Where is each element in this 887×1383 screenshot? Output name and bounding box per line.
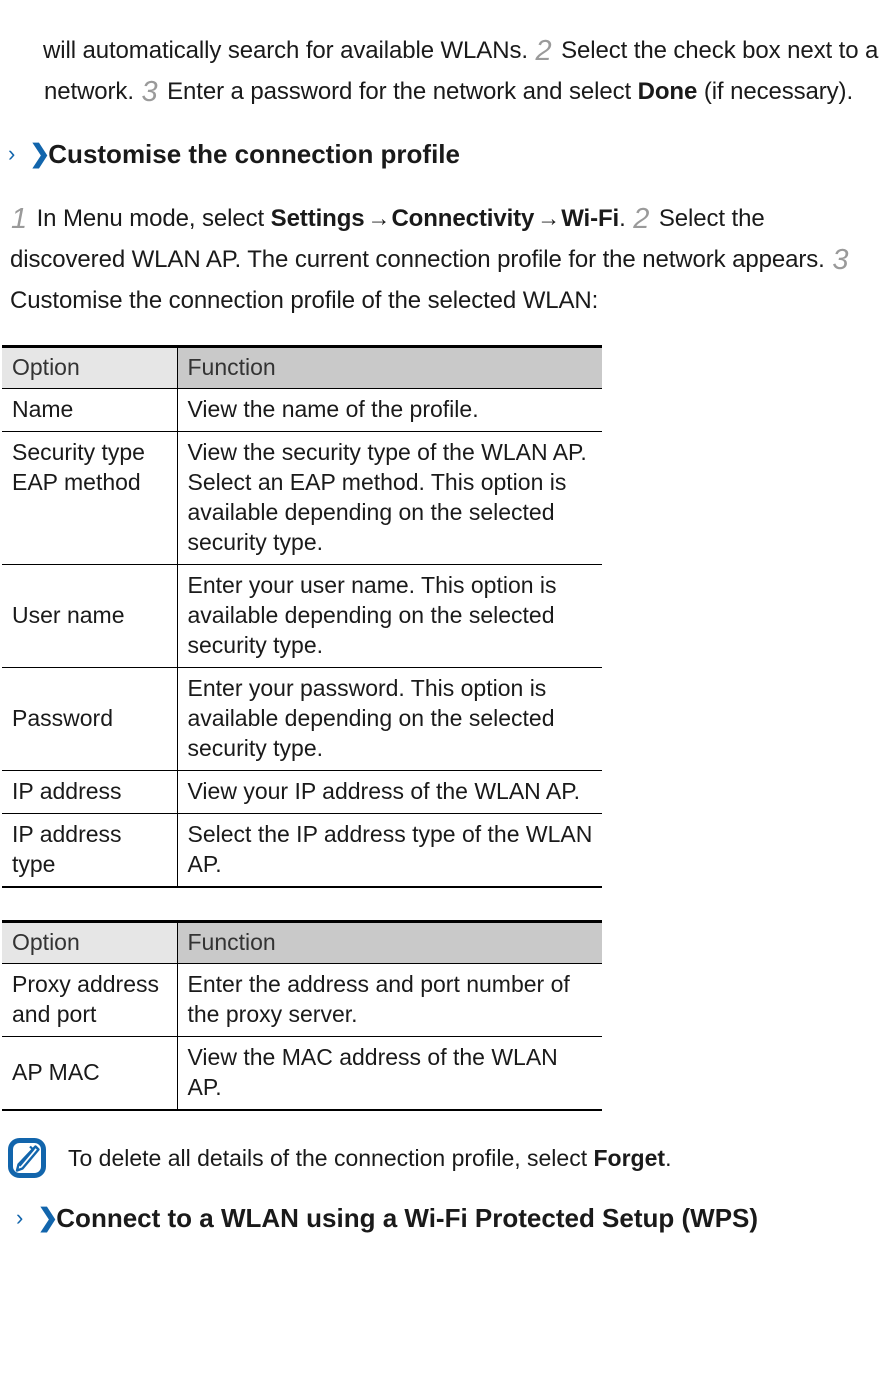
arrow-icon-1: → — [367, 205, 391, 231]
table-two-head: Option Function — [2, 921, 602, 964]
table-row: Proxy address and port Enter the address… — [2, 963, 602, 1037]
step-number-3b: 3 — [832, 244, 849, 276]
table-one-body: Name View the name of the profile. Secur… — [2, 388, 602, 887]
menu-wifi: Wi-Fi — [561, 205, 620, 232]
step1-suffix: . — [619, 205, 626, 232]
step2-text: Select the discovered WLAN AP. The curre… — [10, 205, 825, 273]
section-heading-wps-label: Connect to a WLAN using a Wi-Fi Protecte… — [56, 1203, 759, 1233]
function-cell: View the name of the profile. — [177, 388, 602, 432]
function-cell: Enter your password. This option is avai… — [177, 667, 602, 771]
table-row: User name Enter your user name. This opt… — [2, 564, 602, 668]
function-cell: Enter your user name. This option is ava… — [177, 564, 602, 668]
table-one-head: Option Function — [2, 346, 602, 389]
connection-profile-options-table-continued: Option Function Proxy address and port E… — [2, 920, 602, 1111]
step-number-2b: 2 — [633, 203, 650, 235]
intro-tail-text: (if necessary). — [703, 78, 854, 105]
menu-settings: Settings — [270, 205, 365, 232]
section-heading-customise: › ❯Customise the connection profile — [0, 136, 887, 174]
option-cell: IP address type — [2, 813, 178, 887]
intro-step2-text: Select the check box next to a network. — [44, 37, 879, 105]
note-callout: To delete all details of the connection … — [8, 1137, 887, 1179]
connection-profile-options-table: Option Function Name View the name of th… — [2, 345, 602, 888]
menu-connectivity: Connectivity — [391, 205, 535, 232]
table-one-header-function: Function — [177, 346, 602, 389]
chevron-bold-icon: ❯ — [29, 140, 50, 168]
table-two-body: Proxy address and port Enter the address… — [2, 963, 602, 1110]
step-number-1: 1 — [11, 203, 28, 235]
table-row: AP MAC View the MAC address of the WLAN … — [2, 1036, 602, 1110]
section-heading-wps: › ❯Connect to a WLAN using a Wi-Fi Protec… — [0, 1200, 887, 1238]
option-cell: Password — [2, 667, 178, 771]
table-row: Password Enter your password. This optio… — [2, 667, 602, 771]
option-cell: User name — [2, 564, 178, 668]
table-header-row: Option Function — [2, 346, 602, 389]
function-cell: View the security type of the WLAN AP. S… — [177, 431, 602, 565]
forget-term: Forget — [593, 1145, 666, 1171]
option-cell: Proxy address and port — [2, 963, 178, 1037]
table-header-row: Option Function — [2, 921, 602, 964]
table-row: Security type EAP method View the securi… — [2, 431, 602, 565]
function-cell: View your IP address of the WLAN AP. — [177, 770, 602, 814]
function-cell: Enter the address and port number of the… — [177, 963, 602, 1037]
note-text-after: . — [665, 1145, 672, 1171]
table-two-header-function: Function — [177, 921, 602, 964]
customise-steps-paragraph: 1 In Menu mode, select Settings→Connecti… — [0, 198, 887, 321]
option-cell: Name — [2, 388, 178, 432]
option-cell: IP address — [2, 770, 178, 814]
intro-lead-text: will automatically search for available … — [43, 37, 528, 64]
chevron-right-icon: › — [16, 1205, 24, 1230]
intro-step3-text: Enter a password for the network and sel… — [167, 78, 632, 105]
note-text: To delete all details of the connection … — [68, 1142, 671, 1174]
option-cell: Security type EAP method — [2, 431, 178, 565]
arrow-icon-2: → — [537, 205, 561, 231]
chevron-bold-icon: ❯ — [37, 1204, 58, 1232]
note-pen-icon — [8, 1137, 46, 1179]
option-cell: AP MAC — [2, 1036, 178, 1110]
done-term: Done — [637, 78, 698, 105]
function-cell: Select the IP address type of the WLAN A… — [187, 821, 593, 877]
table-row: IP address View your IP address of the W… — [2, 770, 602, 814]
chevron-right-icon: › — [8, 141, 16, 166]
step-number-2: 2 — [535, 35, 552, 67]
table-one-header-option: Option — [2, 346, 178, 389]
function-cell: View the MAC address of the WLAN AP. — [187, 1044, 558, 1100]
step-number-3: 3 — [141, 76, 158, 108]
section-heading-customise-label: Customise the connection profile — [48, 139, 460, 169]
intro-paragraph: will automatically search for available … — [0, 26, 887, 112]
step3-text: Customise the connection profile of the … — [10, 287, 599, 314]
note-text-before: To delete all details of the connection … — [68, 1145, 588, 1171]
step1-prefix-text: In Menu mode, select — [36, 205, 265, 232]
table-separator-gap — [0, 888, 887, 920]
page-top-spacer — [0, 0, 887, 2]
table-two-header-option: Option — [2, 921, 178, 964]
table-row: IP address type Select the IP address ty… — [2, 813, 602, 887]
table-row: Name View the name of the profile. — [2, 388, 602, 432]
